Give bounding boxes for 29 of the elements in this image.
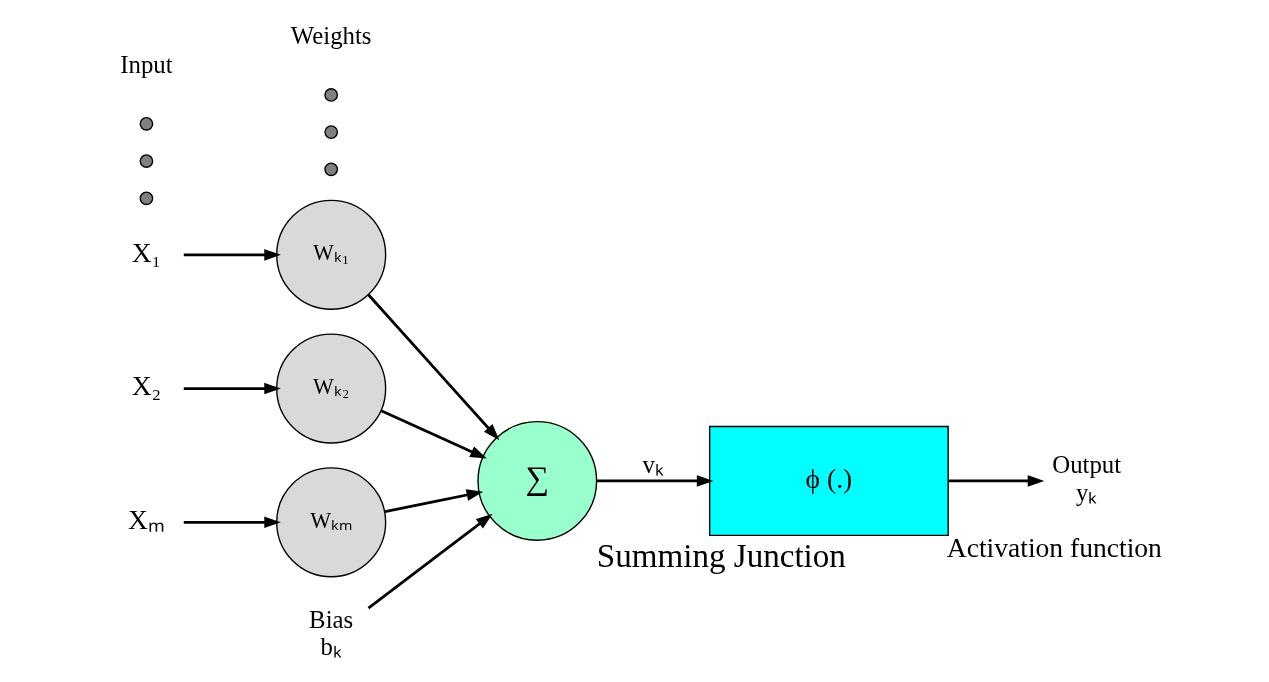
node-circle (139, 154, 154, 168)
edge-label: vₖ (642, 451, 664, 479)
arrow (183, 516, 281, 529)
node-circle (139, 191, 154, 206)
node-circle (324, 162, 339, 177)
arrow (367, 293, 500, 441)
label: Input (120, 51, 173, 79)
node-circle: Wₖ₂ (276, 333, 387, 444)
node-circle: Wₖₘ (276, 467, 387, 578)
node-label: Summing Junction (596, 537, 846, 574)
node-text: Output yₖ (1052, 451, 1122, 506)
node-circle (324, 88, 339, 102)
arrow (367, 513, 493, 610)
node-text: X₂ (131, 370, 162, 402)
arrow (380, 409, 487, 459)
node-circle (324, 125, 339, 139)
arrow (183, 249, 281, 261)
arrow (596, 475, 714, 487)
arrow (384, 489, 484, 513)
label: Weights (290, 22, 372, 50)
node-box: ϕ (.) (708, 425, 949, 537)
node-label: Activation function (946, 532, 1162, 564)
node-circle (139, 116, 154, 131)
node-text: X₁ (131, 236, 162, 268)
node-circle: Wₖ₁ (276, 199, 387, 310)
arrow (183, 382, 281, 395)
node-text: Xₘ (127, 504, 165, 536)
arrow (948, 475, 1045, 487)
node-text: Bias bₖ (309, 605, 354, 661)
